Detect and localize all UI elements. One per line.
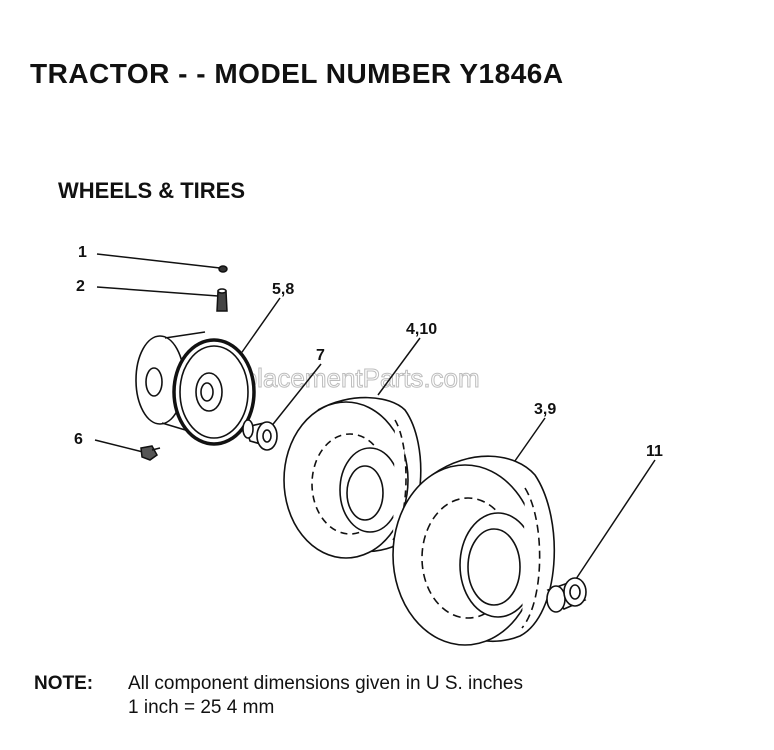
bushing-part xyxy=(242,419,278,451)
bolt-part xyxy=(140,445,161,461)
valve-stem-part xyxy=(216,288,228,312)
callout-3-9: 3,9 xyxy=(534,401,556,418)
wheel-rim-part xyxy=(135,331,256,446)
leader-6 xyxy=(94,439,144,453)
section-heading: WHEELS & TIRES xyxy=(58,178,246,203)
callout-2: 2 xyxy=(76,278,85,295)
callout-6: 6 xyxy=(74,431,83,448)
leader-2 xyxy=(96,286,219,297)
leader-5-8 xyxy=(239,297,281,356)
note-body: All component dimensions given in U S. i… xyxy=(128,672,523,720)
rear-tire-part xyxy=(392,455,556,646)
sleeve-part xyxy=(546,577,587,613)
callout-4-10: 4,10 xyxy=(406,321,437,338)
note-label: NOTE: xyxy=(34,673,94,694)
valve-cap-part xyxy=(218,265,228,273)
callout-5-8: 5,8 xyxy=(272,281,294,298)
callout-11: 11 xyxy=(646,443,663,460)
leader-3-9 xyxy=(509,417,546,469)
leader-lines xyxy=(94,253,656,583)
note-line-1: All component dimensions given in U S. i… xyxy=(128,673,523,694)
callout-1: 1 xyxy=(78,244,87,261)
leader-1 xyxy=(96,253,221,269)
callout-7: 7 xyxy=(316,347,325,364)
leader-7 xyxy=(269,363,322,429)
leader-4-10 xyxy=(377,337,421,396)
page-title: TRACTOR - - MODEL NUMBER Y1846A xyxy=(30,58,564,89)
note-block: NOTE: All component dimensions given in U… xyxy=(34,672,523,720)
note-line-2: 1 inch = 25 4 mm xyxy=(128,697,275,718)
front-tire-part xyxy=(283,396,422,559)
leader-11 xyxy=(573,459,656,583)
